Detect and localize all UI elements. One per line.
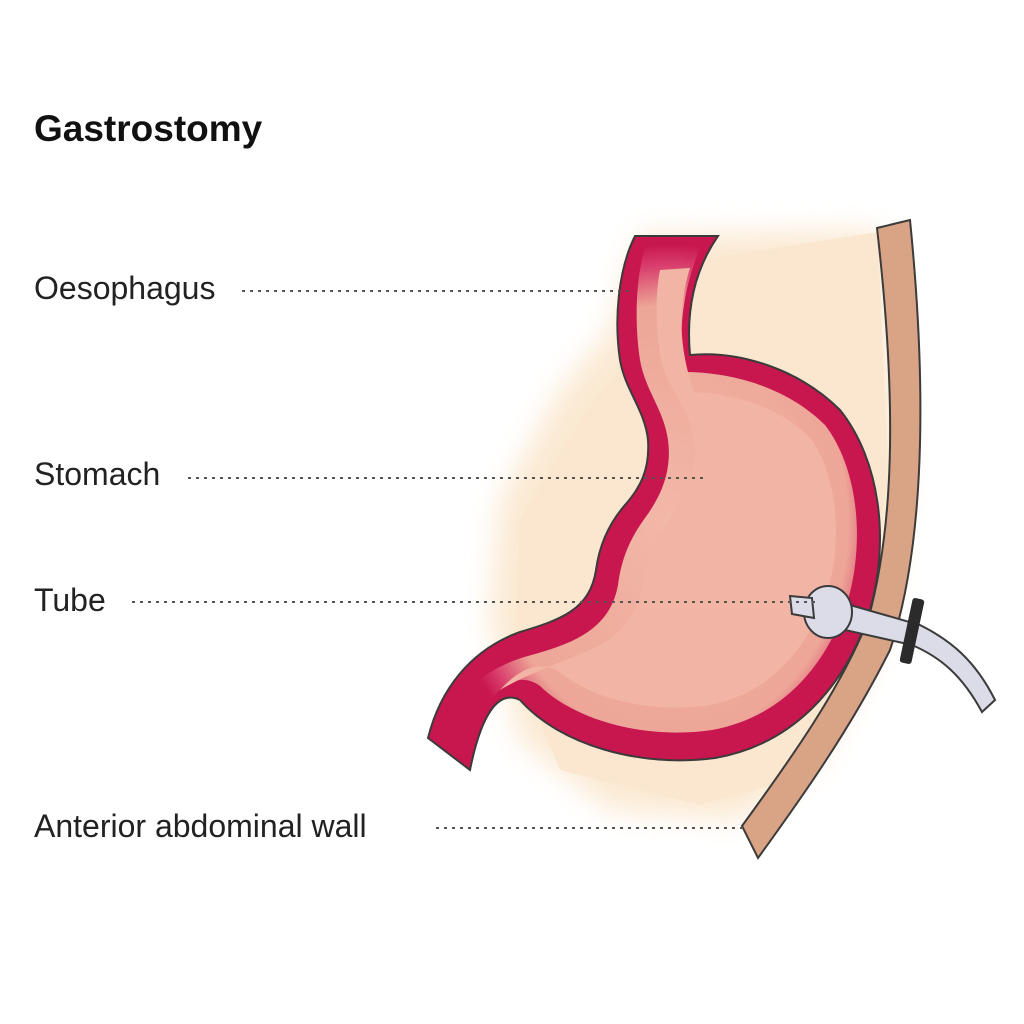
label-anterior-abdominal-wall: Anterior abdominal wall	[34, 808, 367, 844]
diagram-title: Gastrostomy	[34, 108, 263, 149]
label-stomach: Stomach	[34, 456, 161, 492]
gastrostomy-tube	[788, 585, 997, 714]
label-tube: Tube	[34, 582, 106, 618]
label-oesophagus: Oesophagus	[34, 270, 216, 306]
abdominal-wall	[740, 218, 922, 860]
